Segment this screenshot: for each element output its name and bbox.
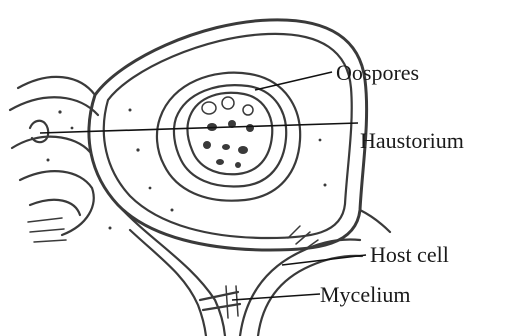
host-cell-leader-line — [282, 255, 366, 265]
mycelium-leader-line — [232, 294, 320, 300]
left-tissue-walls — [10, 77, 98, 242]
label-host-cell: Host cell — [370, 242, 449, 267]
label-oospores: Oospores — [336, 60, 419, 85]
label-haustorium: Haustorium — [360, 128, 464, 153]
label-mycelium: Mycelium — [320, 282, 410, 307]
haustorium-marker — [30, 121, 48, 142]
oospores-leader-line — [255, 72, 332, 90]
host-cell-walls — [89, 20, 367, 250]
lower-tissue-walls — [118, 205, 390, 336]
oospore-cluster — [188, 93, 273, 174]
